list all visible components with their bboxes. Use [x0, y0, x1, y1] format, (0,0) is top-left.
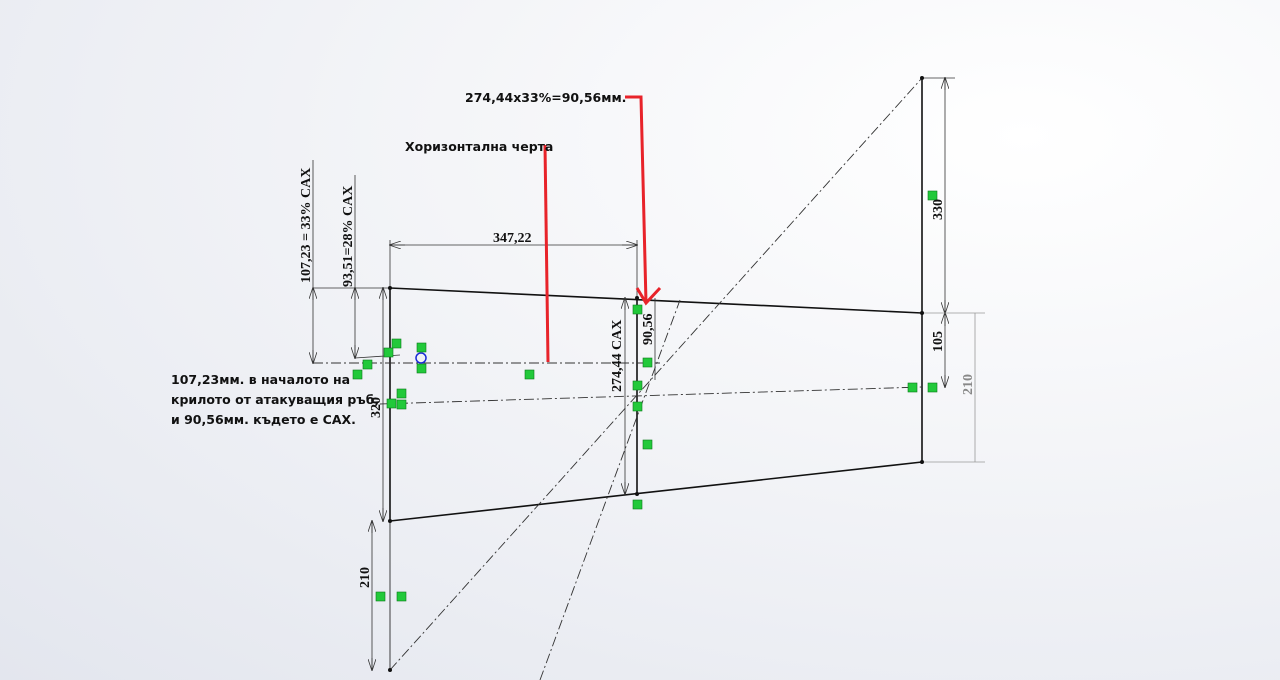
horizontal-line-note: Хоризонтална черта [405, 139, 553, 154]
sketch-points[interactable] [388, 76, 924, 672]
percent-calc-note: 274,44x33%=90,56мм. [465, 90, 626, 105]
relation-markers[interactable] [352, 190, 938, 602]
dimension-lines [313, 78, 985, 670]
dim-cax-chord[interactable]: 274,44 CAX [610, 320, 625, 392]
dim-root-33[interactable]: 107,23 = 33% CAX [299, 168, 314, 283]
dim-root-28[interactable]: 93,51=28% CAX [341, 186, 356, 287]
dim-tip-105[interactable]: 105 [931, 331, 946, 352]
wing-outline[interactable] [389, 78, 923, 670]
origin-icon[interactable] [415, 352, 427, 364]
dim-cax-33[interactable]: 90,56 [641, 314, 656, 346]
dim-root-chord[interactable]: 320 [369, 397, 384, 418]
annotation-arrows [543, 95, 662, 363]
dim-span-to-cax[interactable]: 347,22 [493, 231, 532, 246]
dim-tip-210[interactable]: 210 [961, 374, 976, 395]
note-line: крилото от атакуващия ръб, [171, 392, 379, 407]
dim-root-offset[interactable]: 210 [358, 567, 373, 588]
dim-tip-height[interactable]: 330 [931, 199, 946, 220]
note-line: и 90,56мм. където е САХ. [171, 412, 356, 427]
note-line: 107,23мм. в началото на [171, 372, 350, 387]
